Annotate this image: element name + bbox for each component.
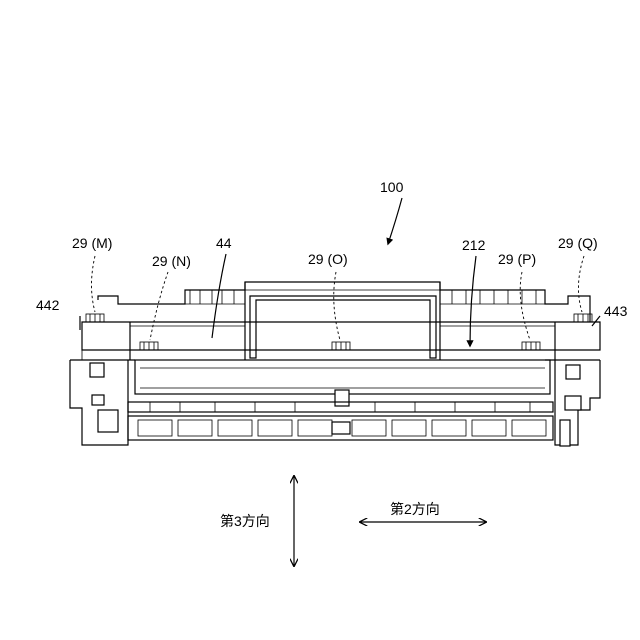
chip-o <box>332 342 350 350</box>
chip-symbols <box>86 314 592 350</box>
label-29n: 29 (N) <box>152 253 191 269</box>
lower-grille <box>128 402 553 440</box>
label-29o: 29 (O) <box>308 251 348 267</box>
label-29m: 29 (M) <box>72 235 112 251</box>
label-29q: 29 (Q) <box>558 235 598 251</box>
third-direction-label: 第3方向 <box>220 513 270 529</box>
top-ribs-left <box>185 290 245 304</box>
cartridge-body <box>70 282 600 446</box>
chip-p <box>522 342 540 350</box>
direction-indicators: 第3方向 第2方向 <box>220 476 486 566</box>
end-cap-left <box>70 350 135 445</box>
top-ribs-right <box>440 290 545 304</box>
chip-n <box>140 342 158 350</box>
drum-band <box>135 360 550 406</box>
label-44: 44 <box>216 235 232 251</box>
label-442: 442 <box>36 297 60 313</box>
leader-lines <box>80 198 600 346</box>
label-212: 212 <box>462 237 486 253</box>
reference-labels: 100 29 (M) 29 (N) 44 29 (O) 212 29 (P) 2… <box>36 179 628 319</box>
chip-q <box>574 314 592 322</box>
label-100: 100 <box>380 179 404 195</box>
label-443: 443 <box>604 303 628 319</box>
handle <box>245 282 440 360</box>
label-29p: 29 (P) <box>498 251 536 267</box>
chip-m <box>86 314 104 322</box>
second-direction-label: 第2方向 <box>390 501 440 517</box>
